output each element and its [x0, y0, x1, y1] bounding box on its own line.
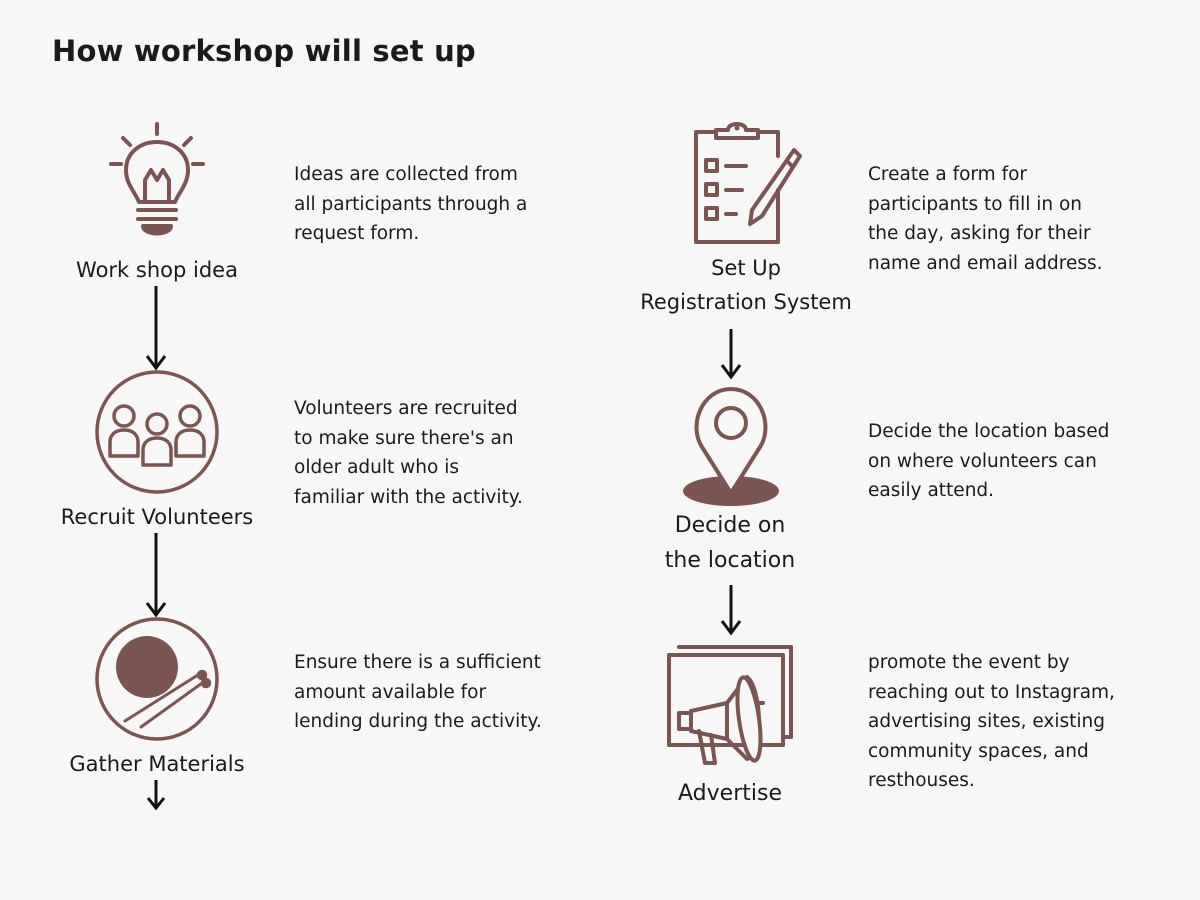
flow-arrow-down: [145, 780, 167, 810]
step-description-advertise: promote the event by reaching out to Ins…: [868, 652, 1115, 791]
step-description-gather-materials: Ensure there is a sufficient amount avai…: [294, 652, 542, 732]
step-description-registration-system: Create a form for participants to fill i…: [868, 164, 1103, 274]
step-label-gather-materials: Gather Materials: [69, 752, 245, 776]
flow-arrow-down: [145, 286, 167, 372]
yarn-needles-icon: [95, 617, 219, 741]
page-title: How workshop will set up: [52, 34, 476, 68]
step-description-workshop-idea: Ideas are collected from all participant…: [294, 164, 528, 244]
step-description-recruit-volunteers: Volunteers are recruited to make sure th…: [294, 398, 523, 508]
step-label-registration-system: Set Up Registration System: [640, 256, 852, 314]
step-label-recruit-volunteers: Recruit Volunteers: [60, 505, 254, 529]
flow-arrow-down: [720, 329, 742, 379]
people-group-icon: [95, 370, 219, 494]
megaphone-icon: [665, 643, 797, 771]
location-pin-icon: [680, 385, 782, 509]
flow-arrow-down: [720, 585, 742, 635]
flow-arrow-down: [145, 533, 167, 619]
step-label-decide-location: Decide on the location: [664, 513, 796, 573]
clipboard-checklist-icon: [690, 120, 805, 248]
step-label-workshop-idea: Work shop idea: [76, 258, 238, 282]
lightbulb-icon: [105, 120, 210, 245]
step-description-decide-location: Decide the location based on where volun…: [868, 421, 1110, 501]
step-label-advertise: Advertise: [678, 781, 782, 806]
